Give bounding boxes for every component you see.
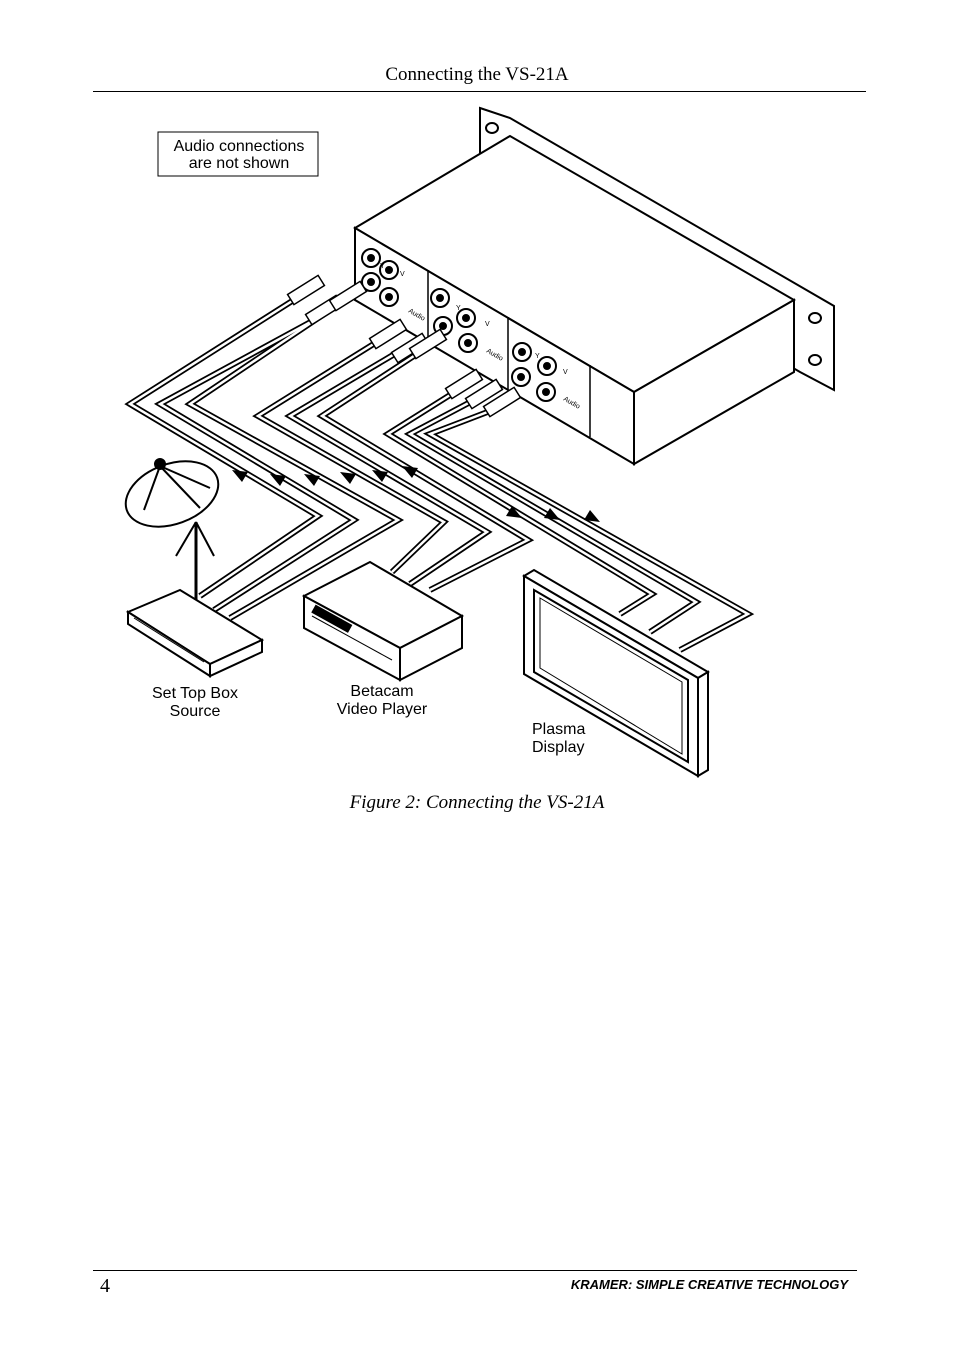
- betacam-label-line-2: Video Player: [337, 701, 428, 718]
- cable-plugs: [286, 274, 522, 418]
- note-line-1: Audio connections: [174, 138, 305, 155]
- arrow-in-5: [372, 470, 388, 482]
- page-header-title: Connecting the VS-21A: [385, 64, 569, 85]
- plug-6: [408, 328, 448, 360]
- panel-label-v-1: V: [400, 271, 405, 278]
- panel-label-v-3: V: [563, 369, 568, 376]
- arrow-in-6: [402, 466, 418, 478]
- note-box: Audio connections are not shown: [157, 131, 319, 177]
- cable-stb-1: [124, 293, 324, 599]
- plug-8: [464, 378, 504, 410]
- plug-1: [286, 274, 326, 306]
- signal-arrows: [232, 466, 600, 522]
- set-top-box-device: [125, 588, 265, 678]
- satellite-dish-icon: [124, 458, 220, 600]
- figure-caption: Figure 2: Connecting the VS-21A: [349, 792, 605, 813]
- plasma-display-device: [522, 568, 710, 778]
- connection-diagram: Audio connections are not shown: [124, 106, 835, 778]
- betacam-label-line-1: Betacam: [350, 683, 413, 700]
- header-divider: [93, 91, 866, 92]
- arrow-in-3: [304, 474, 320, 486]
- rack-hole-bottom-right: [808, 354, 822, 366]
- arrow-in-2: [270, 474, 286, 486]
- panel-label-y-1: Y: [380, 263, 385, 270]
- plug-7: [444, 368, 484, 400]
- panel-label-v-2: V: [485, 321, 490, 328]
- set-top-box-label-line-1: Set Top Box: [152, 685, 238, 702]
- betacam-player-device: [301, 560, 465, 682]
- arrow-out-1: [506, 506, 522, 518]
- page-number: 4: [100, 1275, 110, 1297]
- cables: [124, 293, 755, 653]
- plug-4: [368, 318, 408, 350]
- rack-hole-top-right: [808, 312, 822, 324]
- arrow-out-2: [544, 508, 560, 520]
- vs21a-unit: [353, 106, 835, 466]
- plasma-label-line-1: Plasma: [532, 721, 585, 738]
- arrow-in-1: [232, 470, 248, 482]
- arrow-out-3: [584, 510, 600, 522]
- footer-divider: [93, 1270, 857, 1271]
- arrow-in-4: [340, 472, 356, 484]
- plug-9: [482, 386, 522, 418]
- footer-brand: KRAMER: SIMPLE CREATIVE TECHNOLOGY: [570, 1277, 848, 1292]
- plug-3: [328, 280, 368, 312]
- panel-label-y-3: Y: [535, 353, 540, 360]
- unit-connectors: [361, 248, 557, 402]
- rack-hole-top-left: [485, 122, 499, 134]
- plasma-label-line-2: Display: [532, 739, 584, 756]
- panel-label-y-2: Y: [456, 305, 461, 312]
- set-top-box-label-line-2: Source: [170, 703, 221, 720]
- note-line-2: are not shown: [189, 155, 290, 172]
